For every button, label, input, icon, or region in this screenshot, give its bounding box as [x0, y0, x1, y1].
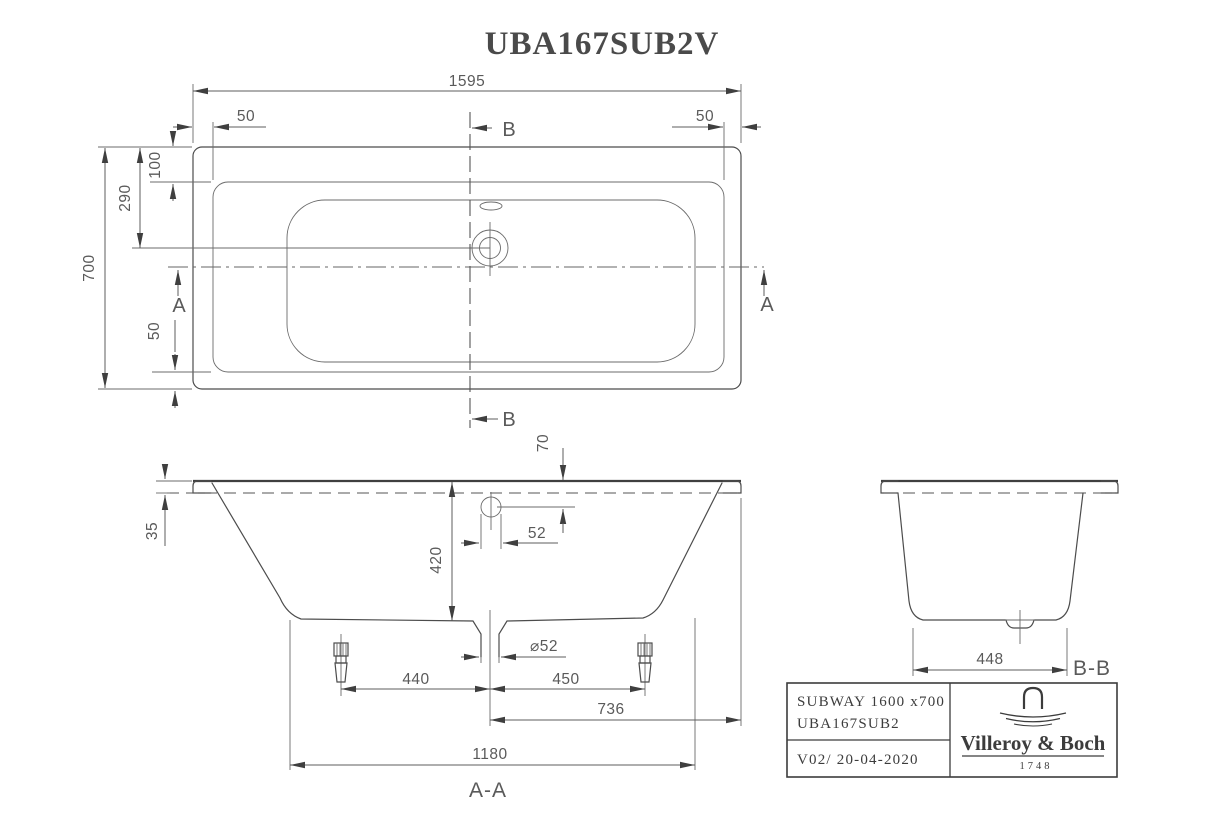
dim-inner-depth: 420: [428, 482, 456, 621]
svg-text:290: 290: [117, 184, 134, 211]
svg-text:420: 420: [428, 546, 445, 573]
section-aa-label: A-A: [469, 779, 507, 802]
section-a-markers: A A: [172, 270, 774, 317]
article-number: UBA167SUB2: [797, 716, 900, 732]
dim-drain-offset: 290: [117, 148, 144, 248]
svg-text:100: 100: [147, 151, 164, 178]
title-block: SUBWAY 1600 x700 UBA167SUB2 V02/ 20-04-2…: [786, 682, 1118, 778]
rim-left-cap: [192, 480, 212, 494]
left-foot: [333, 634, 349, 696]
dim-overflow-dia: 52: [461, 514, 558, 549]
brand-established-year: 1748: [1020, 761, 1053, 772]
tub-left-wall-and-floor: [211, 482, 482, 658]
tub-inner-rim-outline: [212, 181, 725, 373]
svg-text:700: 700: [81, 254, 98, 281]
drawing-title: UBA167SUB2V: [485, 26, 720, 62]
plan-view: B B A A 1595 50: [81, 73, 774, 431]
section-bb-view: 448 B-B: [880, 479, 1119, 680]
dim-rim-right: 50: [672, 108, 761, 180]
bb-rim-left-cap: [880, 480, 899, 494]
section-b-markers: B B: [472, 119, 516, 431]
dim-foot-positions: 440 450: [341, 671, 645, 693]
villeroy-boch-fountain-icon: [999, 686, 1067, 727]
section-a-label-right: A: [760, 294, 774, 316]
svg-text:448: 448: [976, 651, 1003, 668]
tub-basin-outline: [286, 199, 696, 363]
title-block-border: [786, 682, 1118, 778]
svg-text:70: 70: [535, 434, 552, 452]
dim-rim-left: 50: [173, 108, 266, 180]
tub-outer-rim-outline: [192, 146, 742, 390]
bb-left-wall: [897, 492, 1007, 621]
tub-right-wall-and-floor: [498, 482, 723, 658]
svg-text:52: 52: [528, 525, 546, 542]
svg-text:1595: 1595: [449, 73, 485, 90]
drawing-version: V02/ 20-04-2020: [797, 752, 919, 768]
svg-text:736: 736: [597, 701, 624, 718]
bb-right-wall: [1033, 492, 1084, 621]
dim-support-span: 1180: [290, 746, 695, 769]
svg-text:1180: 1180: [472, 746, 507, 763]
dim-rim-foot: 50: [146, 320, 211, 408]
svg-text:50: 50: [146, 322, 163, 340]
overflow-hole: [479, 201, 503, 211]
svg-text:35: 35: [144, 522, 161, 540]
dim-foot-left: 440: [402, 671, 429, 688]
brand-name: Villeroy & Boch: [961, 731, 1106, 755]
section-b-label-bottom: B: [502, 409, 515, 431]
svg-text:50: 50: [237, 108, 255, 125]
section-bb-label: B-B: [1073, 657, 1111, 680]
svg-text:50: 50: [696, 108, 714, 125]
dim-foot-right: 450: [552, 671, 579, 688]
section-b-label-top: B: [502, 119, 515, 141]
dim-bottom-width: 448: [912, 628, 1068, 676]
rim-right-cap: [722, 480, 742, 494]
bb-rim-right-cap: [1100, 480, 1119, 494]
dim-rim-thickness: 35: [144, 464, 192, 546]
right-foot: [637, 634, 653, 696]
dim-overall-length: 1595: [192, 73, 742, 143]
dim-drain-to-end: 736: [490, 498, 742, 726]
svg-text:⌀52: ⌀52: [530, 638, 558, 655]
section-a-label-left: A: [172, 295, 186, 317]
dim-drain-dia: ⌀52: [461, 638, 566, 663]
dim-overflow-depth: 70: [497, 434, 575, 533]
dim-rim-head: 100: [147, 131, 211, 201]
section-aa-view: 35 70 420 52: [144, 434, 742, 802]
product-name: SUBWAY 1600 x700: [797, 694, 945, 710]
dim-overall-width: 700: [81, 146, 192, 390]
